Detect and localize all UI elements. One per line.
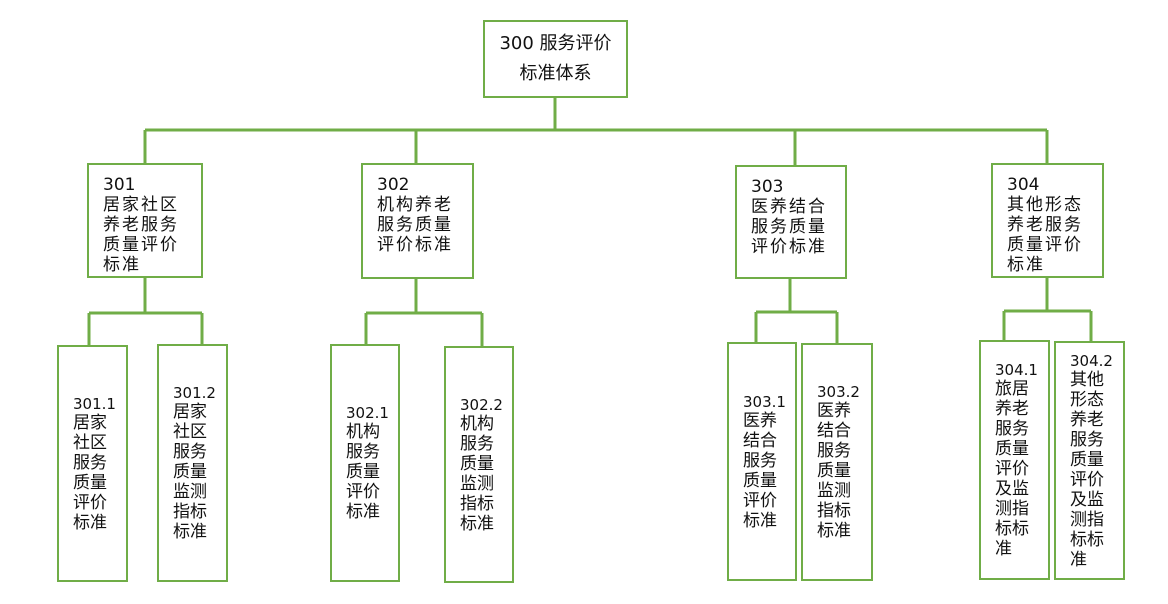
leaf-label: 医养结合服务质量评价标准 [743,410,777,531]
category-label: 机构养老服务质量评价标准 [377,195,453,255]
leaf-code: 304.2 [1070,351,1113,370]
category-node-303: 303 医养结合服务质量评价标准 [735,165,847,279]
leaf-node-302-1: 302.1 机构服务质量评价标准 [330,344,400,582]
category-code: 301 [103,175,136,195]
category-label: 居家社区养老服务质量评价标准 [103,195,179,275]
leaf-code: 304.1 [995,361,1038,379]
leaf-label: 医养结合服务质量监测指标标准 [817,401,851,541]
leaf-label: 机构服务质量监测指标标准 [460,413,494,534]
leaf-node-303-2: 303.2 医养结合服务质量监测指标标准 [801,343,873,581]
category-code: 303 [751,177,784,197]
category-code: 304 [1007,175,1040,195]
leaf-label: 其他形态养老服务质量评价及监测指标标准 [1070,369,1104,570]
category-label: 其他形态养老服务质量评价标准 [1007,195,1083,275]
leaf-code: 303.1 [743,392,786,411]
root-node: 300 服务评价 标准体系 [483,20,628,98]
leaf-label: 居家社区服务质量监测指标标准 [173,402,207,542]
category-code: 302 [377,175,410,195]
leaf-code: 301.1 [73,394,116,413]
category-node-304: 304 其他形态养老服务质量评价标准 [991,163,1104,278]
leaf-node-301-1: 301.1 居家社区服务质量评价标准 [57,345,128,582]
leaf-node-304-2: 304.2 其他形态养老服务质量评价及监测指标标准 [1054,341,1125,580]
category-node-301: 301 居家社区养老服务质量评价标准 [87,163,203,278]
leaf-node-303-1: 303.1 医养结合服务质量评价标准 [727,342,797,581]
root-title-line1: 300 服务评价 [499,33,612,54]
leaf-label: 旅居养老服务质量评价及监测指标标准 [995,379,1029,559]
leaf-code: 302.1 [346,404,389,422]
leaf-label: 居家社区服务质量评价标准 [73,412,107,533]
root-title-line2: 标准体系 [519,63,592,84]
leaf-code: 302.2 [460,395,503,414]
leaf-node-302-2: 302.2 机构服务质量监测指标标准 [444,346,514,583]
leaf-code: 301.2 [173,384,216,402]
leaf-node-304-1: 304.1 旅居养老服务质量评价及监测指标标准 [979,340,1050,580]
leaf-node-301-2: 301.2 居家社区服务质量监测指标标准 [157,344,228,582]
category-node-302: 302 机构养老服务质量评价标准 [361,163,474,279]
leaf-label: 机构服务质量评价标准 [346,422,380,522]
leaf-code: 303.2 [817,383,860,401]
category-label: 医养结合服务质量评价标准 [751,197,827,257]
